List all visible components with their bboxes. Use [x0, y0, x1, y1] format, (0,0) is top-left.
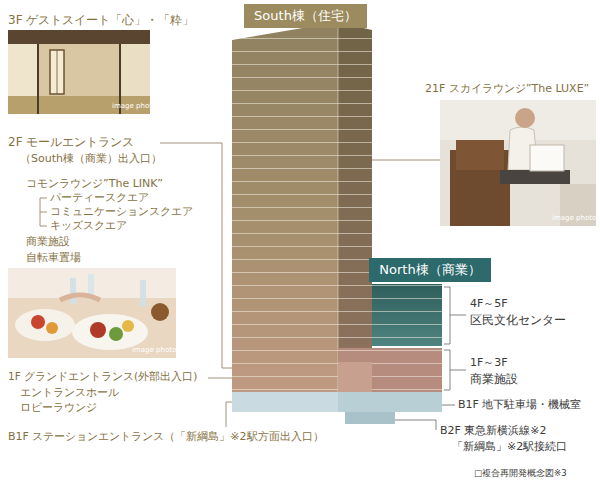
floor-label: 2F モールエントランス — [8, 135, 134, 149]
sub-facility: コミュニケーションスクエア — [50, 205, 193, 218]
sky-lounge-photo — [440, 100, 596, 226]
facility-label: 自転車置場 — [26, 251, 81, 264]
floor-label: B1F ステーションエントランス（「新綱島」※2駅方面出入口） — [8, 430, 324, 443]
party-photo — [8, 268, 176, 358]
facility-label: 商業施設 — [470, 372, 518, 386]
floor-label: 21F スカイラウンジ”The LUXE” — [425, 82, 589, 95]
facility-label: ロビーラウンジ — [20, 401, 97, 414]
building-tag: North棟（商業） — [369, 258, 491, 282]
watermark: image photo — [132, 346, 176, 354]
guest-suite-photo — [8, 30, 150, 114]
facility-label: 区民文化センター — [470, 313, 566, 327]
floor-label: 3F ゲストスイート「心」・「粋」 — [8, 13, 194, 27]
note-text: （South棟（商業）出入口） — [20, 152, 162, 165]
facility-label: 「新綱島」※2駅接続口 — [452, 440, 567, 453]
tag-text: North棟（商業） — [379, 262, 480, 277]
floor-label: B2F 東急新横浜線※2 — [440, 424, 547, 437]
bracket-lines — [395, 287, 466, 430]
watermark: image photo — [112, 102, 156, 110]
facility-label: 商業施設 — [26, 235, 70, 248]
sub-facility: キッズスクエア — [50, 219, 127, 232]
facility-label: コモンラウンジ”The LINK” — [26, 177, 163, 190]
sub-facility: パーティースクエア — [50, 191, 149, 204]
floor-label: B1F 地下駐車場・機械室 — [458, 398, 581, 411]
tag-text: South棟（住宅） — [254, 8, 357, 23]
caption-note: □複合再開発概念図※3 — [474, 468, 567, 478]
watermark: image photo — [552, 214, 596, 222]
building-tag: South棟（住宅） — [244, 4, 367, 28]
facility-label: エントランスホール — [20, 386, 119, 399]
south-tower — [232, 22, 372, 392]
floor-label: 1F グランドエントランス(外部出入口) — [8, 370, 197, 383]
floor-label: 4F～5F — [470, 297, 508, 310]
floor-label: 1F～3F — [470, 356, 508, 369]
north-building — [232, 284, 442, 424]
